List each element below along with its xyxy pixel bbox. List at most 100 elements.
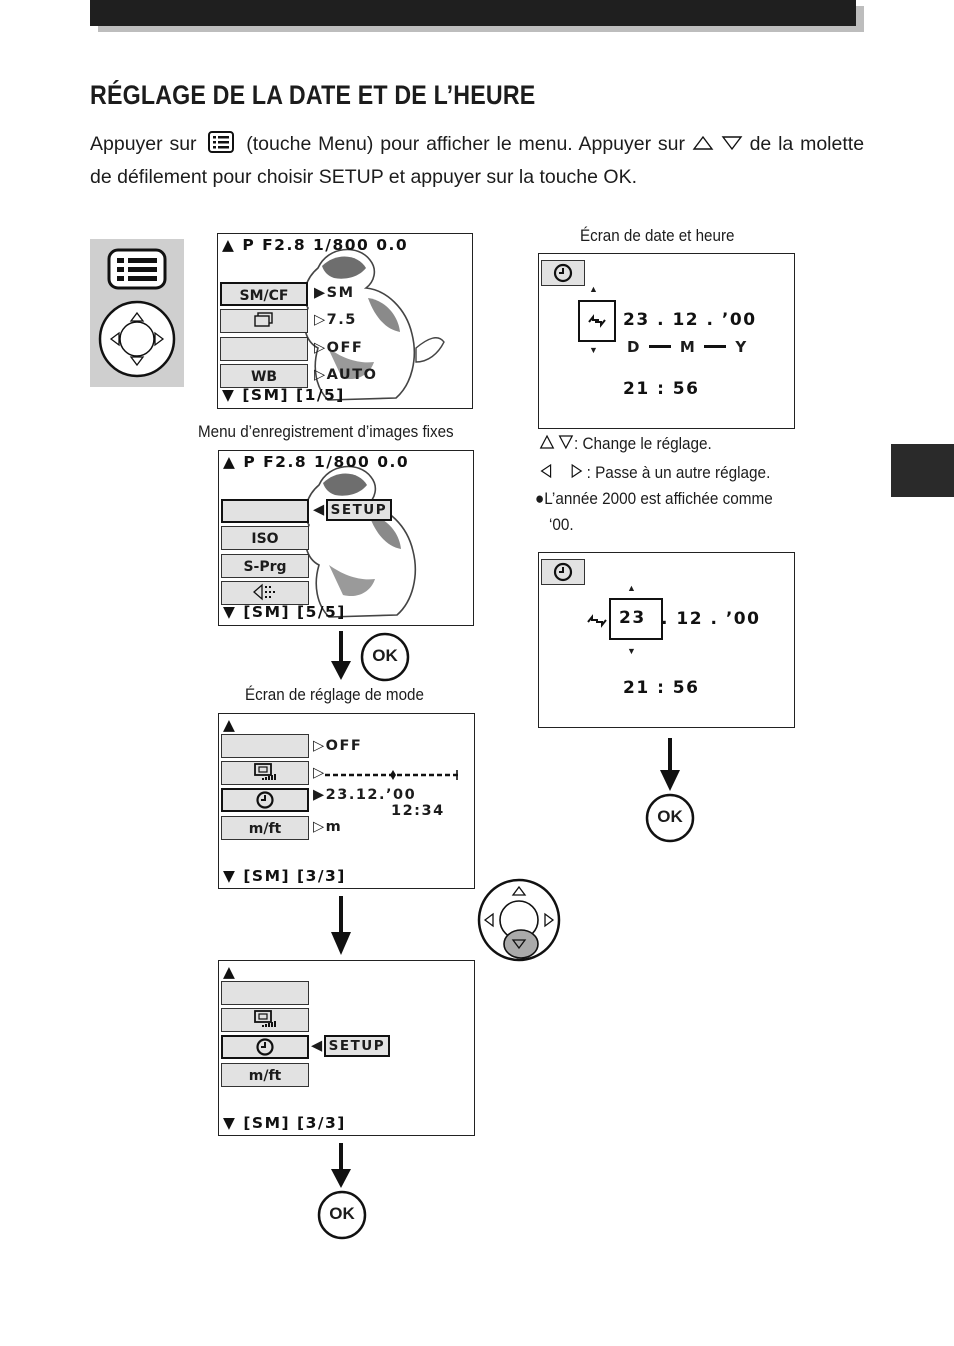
menu-down-arrow-icon: ▼ — [223, 1114, 237, 1132]
pointer-icon: ▶ — [314, 285, 327, 301]
page-title: RÉGLAGE DE LA DATE ET DE L’HEURE — [90, 80, 536, 110]
note-year-2: ‘00. — [549, 515, 574, 534]
clock-icon — [553, 263, 573, 283]
field-down-arrow-icon: ▼ — [627, 646, 636, 656]
time-value: 21 : 56 — [623, 379, 700, 399]
setup-label: SETUP — [323, 1035, 391, 1057]
field-up-arrow-icon: ▲ — [589, 284, 598, 294]
clock-tab — [541, 260, 585, 286]
menu-item-brightness[interactable] — [221, 1008, 309, 1032]
separator-line — [648, 345, 671, 348]
menu-item-sequence[interactable] — [220, 309, 308, 333]
ok-button[interactable]: OK — [317, 1190, 367, 1240]
menu-item-clock[interactable] — [221, 788, 309, 812]
flow-arrow-down-icon — [660, 738, 680, 791]
swap-arrows-icon — [588, 314, 606, 328]
flow-arrow-down-icon — [331, 1143, 351, 1188]
mode-setting-screen: ▲ m/ft ▷OFF ▷ ▶23.12.’00 12:34 ▷m ▼ [SM]… — [218, 713, 475, 889]
ok-button-icon — [317, 1190, 367, 1240]
value-unit: m — [325, 819, 343, 835]
menu-up-arrow-icon: ▲ — [223, 716, 237, 734]
menu-item-sm-cf[interactable]: SM/CF — [220, 282, 308, 306]
record-menu-screen-5: ▲ P F2.8 1/800 0.0 ISO S-Prg ◀SETUP ▼ [S… — [218, 450, 474, 626]
up-arrow-icon — [692, 135, 714, 150]
up-down-arrows-icon — [539, 434, 574, 450]
footer-line: [SM] [3/3] — [243, 1114, 346, 1132]
ok-label: OK — [329, 1204, 355, 1223]
menu-item-brightness[interactable] — [221, 761, 309, 785]
order-m: M — [679, 338, 695, 356]
order-y: Y — [735, 338, 747, 356]
menu-item-clock[interactable] — [221, 1035, 309, 1059]
menu-up-arrow-icon: ▲ — [223, 453, 237, 471]
menu-button-icon — [107, 248, 167, 290]
date-time-screen: ▲ ▼ 23 . 12 . ’00 D M Y 21 : 56 — [538, 253, 795, 429]
field-down-arrow-icon: ▼ — [589, 345, 598, 355]
order-d: D — [627, 338, 640, 356]
value-sm-cf: SM — [326, 285, 355, 301]
pointer-icon: ▷ — [314, 312, 327, 328]
pointer-left-icon: ◀ — [311, 1038, 324, 1054]
day-value: 23 — [619, 608, 646, 628]
date-value: 23 . 12 . ’00 — [623, 310, 757, 330]
pointer-icon: ▷ — [314, 367, 327, 383]
intro-paragraph: Appuyer sur (touche Menu) pour afficher … — [90, 128, 864, 194]
setup-grid-icon — [253, 583, 275, 601]
value-blank: OFF — [326, 340, 364, 356]
setup-label: SETUP — [325, 499, 393, 521]
menu-up-arrow-icon: ▲ — [223, 963, 237, 981]
menu-item-wb[interactable]: WB — [220, 364, 308, 388]
menu-item-m-ft[interactable]: m/ft — [221, 816, 309, 840]
menu-item-blank[interactable] — [220, 337, 308, 361]
ok-button[interactable]: OK — [360, 632, 410, 682]
flow-arrow-down-icon — [331, 631, 351, 680]
chapter-tab — [891, 444, 954, 497]
menu-down-arrow-icon: ▼ — [222, 386, 236, 404]
caption-record-menu: Menu d’enregistrement d’images fixes — [198, 423, 454, 441]
ok-label: OK — [657, 807, 683, 826]
menu-item-blank[interactable] — [221, 981, 309, 1005]
pointer-left-icon: ◀ — [313, 502, 326, 518]
ok-button-icon — [360, 632, 410, 682]
ok-button[interactable]: OK — [645, 793, 695, 843]
menu-down-arrow-icon: ▼ — [223, 867, 237, 885]
value-off: OFF — [325, 738, 363, 754]
slider-handle-icon — [390, 770, 396, 780]
time-value: 21 : 56 — [623, 678, 700, 698]
menu-item-m-ft[interactable]: m/ft — [221, 1063, 309, 1087]
ok-button-icon — [645, 793, 695, 843]
day-field[interactable]: 23 — [609, 598, 663, 640]
camera-controls-panel — [90, 239, 184, 387]
intro-text-3: de la molette de défilement pour choisir… — [90, 133, 865, 188]
dog-photo-background — [304, 465, 417, 618]
date-edit-screen: ▲ 23 ▼ . 12 . ’00 21 : 56 — [538, 552, 795, 728]
footer-line: [SM] [1/5] — [242, 386, 345, 404]
pointer-icon: ▷ — [314, 340, 327, 356]
caption-mode-screen: Écran de réglage de mode — [245, 686, 424, 704]
record-menu-screen-1: ▲ P F2.8 1/800 0.0 SM/CF WB ▶SM ▷7.5 ▷OF… — [217, 233, 473, 409]
header-bar — [90, 0, 856, 26]
intro-text-2: (touche Menu) pour afficher le menu. App… — [246, 133, 686, 155]
brightness-icon — [254, 1010, 276, 1027]
clock-icon — [553, 562, 573, 582]
separator-line — [704, 345, 727, 348]
brightness-slider[interactable] — [325, 769, 461, 781]
menu-item-s-prg[interactable]: S-Prg — [221, 554, 309, 578]
menu-item-iso[interactable]: ISO — [221, 526, 309, 550]
menu-item-setup-tab[interactable] — [221, 499, 309, 523]
date-order-selector[interactable] — [578, 300, 616, 342]
menu-up-arrow-icon: ▲ — [222, 236, 236, 254]
menu-item-grid[interactable] — [221, 581, 309, 605]
left-right-arrows-icon — [540, 463, 583, 479]
footer-line: [SM] [3/3] — [243, 867, 346, 885]
sequence-icon — [254, 312, 273, 327]
menu-down-arrow-icon: ▼ — [223, 603, 237, 621]
pointer-icon: ▷ — [313, 738, 326, 754]
mode-setup-screen: ▲ m/ft ◀SETUP ▼ [SM] [3/3] — [218, 960, 475, 1136]
status-line: P F2.8 1/800 0.0 — [243, 453, 410, 471]
bullet-icon: ● — [535, 489, 545, 508]
arrow-pad-icon — [98, 300, 176, 378]
field-up-arrow-icon: ▲ — [627, 583, 636, 593]
menu-item-blank[interactable] — [221, 734, 309, 758]
status-line: P F2.8 1/800 0.0 — [242, 236, 409, 254]
